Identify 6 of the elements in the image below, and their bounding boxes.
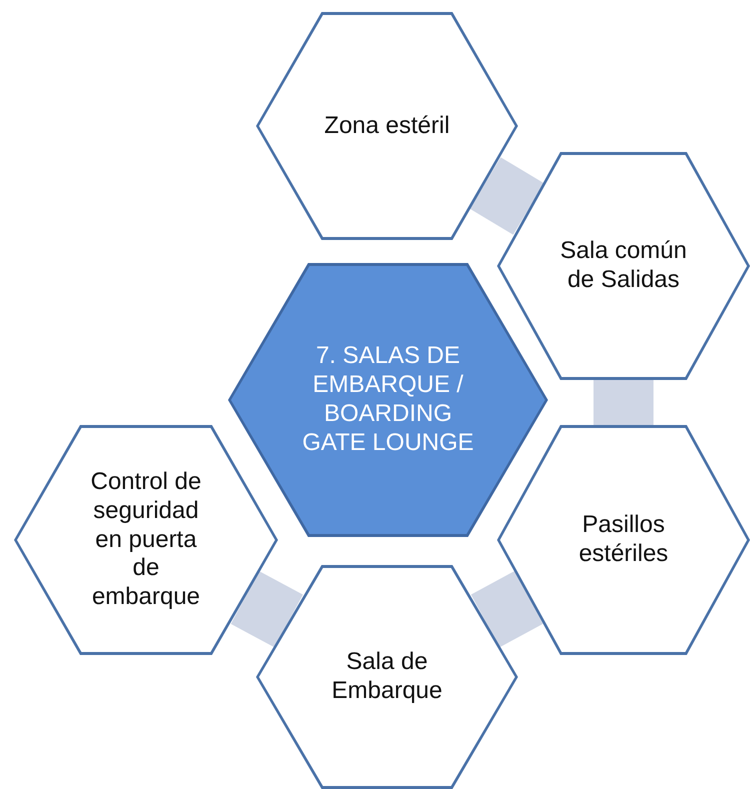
hexagon-label: Control de seguridad en puerta de embarque <box>90 468 202 612</box>
hexagon-label: Sala de Embarque <box>330 648 444 706</box>
hexagon-label: 7. SALAS DE EMBARQUE / BOARDING GATE LOUNGE <box>301 342 475 458</box>
hexagon-label: Pasillos estériles <box>578 511 670 569</box>
hexagon-label: Zona estéril <box>323 112 451 140</box>
hexagon-label: Sala común de Salidas <box>559 237 688 295</box>
